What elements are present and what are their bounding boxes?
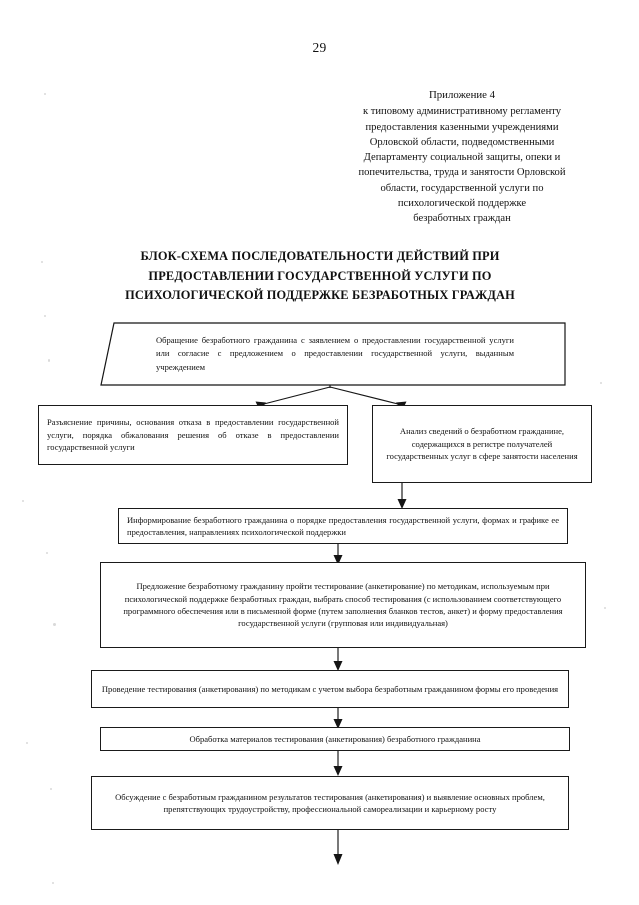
flow-node-data-analysis: Анализ сведений о безработном гражданине…: [372, 405, 592, 483]
flow-node-text: Информирование безработного гражданина о…: [127, 514, 559, 537]
flow-node-text: Обсуждение с безработным гражданином рез…: [115, 791, 545, 814]
scan-speck: [52, 882, 54, 884]
page-title-line: ПРЕДОСТАВЛЕНИИ ГОСУДАРСТВЕННОЙ УСЛУГИ ПО: [148, 268, 492, 283]
connector-discussion-continues: [333, 830, 343, 865]
flow-node-text: Проведение тестирования (анкетирования) …: [101, 683, 559, 694]
appendix-line: Департаменту социальной защиты, опеки и: [363, 152, 561, 164]
flow-node-text: Анализ сведений о безработном гражданине…: [386, 426, 578, 462]
scan-speck: [600, 382, 602, 384]
page-title: БЛОК-СХЕМА ПОСЛЕДОВАТЕЛЬНОСТИ ДЕЙСТВИЙ П…: [70, 247, 570, 306]
scan-speck: [46, 552, 48, 554]
scan-speck: [604, 607, 606, 609]
flow-node-testing-conduct: Проведение тестирования (анкетирования) …: [91, 670, 569, 708]
flow-node-materials-processing: Обработка материалов тестирования (анкет…: [100, 727, 570, 751]
scan-speck: [48, 359, 50, 362]
appendix-title: Приложение 4: [428, 89, 496, 101]
flow-node-refusal-explanation: Разъяснение причины, основания отказа в …: [38, 405, 348, 465]
flow-node-application: Обращение безработного гражданина с заяв…: [100, 322, 566, 386]
appendix-line: Орловской области, подведомственными: [369, 136, 555, 148]
appendix-line: предоставления казенными учреждениями: [365, 121, 559, 133]
flow-node-informing: Информирование безработного гражданина о…: [118, 508, 568, 544]
scan-speck: [53, 623, 56, 626]
connector-informing-to-proposal: [333, 544, 343, 565]
appendix-line: к типовому административному регламенту: [362, 106, 562, 118]
page-number: 29: [312, 40, 327, 55]
page-title-line: БЛОК-СХЕМА ПОСЛЕДОВАТЕЛЬНОСТИ ДЕЙСТВИЙ П…: [140, 249, 500, 263]
flow-node-testing-proposal: Предложение безработному гражданину прой…: [100, 562, 586, 648]
scan-speck: [44, 93, 46, 95]
appendix-line: психологической поддержке: [397, 198, 527, 210]
appendix-line: безработных граждан: [413, 213, 511, 225]
scan-speck: [22, 500, 24, 502]
flow-node-text: Предложение безработному гражданину прой…: [123, 581, 563, 629]
flow-node-text: Обращение безработного гражданина с заяв…: [156, 335, 514, 372]
scan-speck: [415, 159, 417, 161]
scan-speck: [50, 788, 52, 790]
appendix-block: Приложение 4 к типовому административном…: [330, 88, 594, 227]
scan-speck: [41, 261, 43, 263]
appendix-line: попечительства, труда и занятости Орловс…: [358, 167, 566, 179]
appendix-line: области, государственной услуги по: [380, 182, 544, 194]
flow-node-results-discussion: Обсуждение с безработным гражданином рез…: [91, 776, 569, 830]
connector-conduct-to-processing: [333, 708, 343, 729]
flow-node-text: Обработка материалов тестирования (анкет…: [189, 733, 481, 744]
flow-node-text: Разъяснение причины, основания отказа в …: [47, 417, 339, 453]
scan-speck: [26, 742, 28, 744]
page-title-line: ПСИХОЛОГИЧЕСКОЙ ПОДДЕРЖКЕ БЕЗРАБОТНЫХ ГР…: [125, 288, 515, 302]
trapezoid-shape: [100, 322, 566, 386]
scan-speck: [44, 315, 46, 317]
connector-analysis-to-informing: [397, 483, 407, 509]
connector-proposal-to-conduct: [333, 648, 343, 671]
connector-processing-to-discussion: [333, 751, 343, 776]
